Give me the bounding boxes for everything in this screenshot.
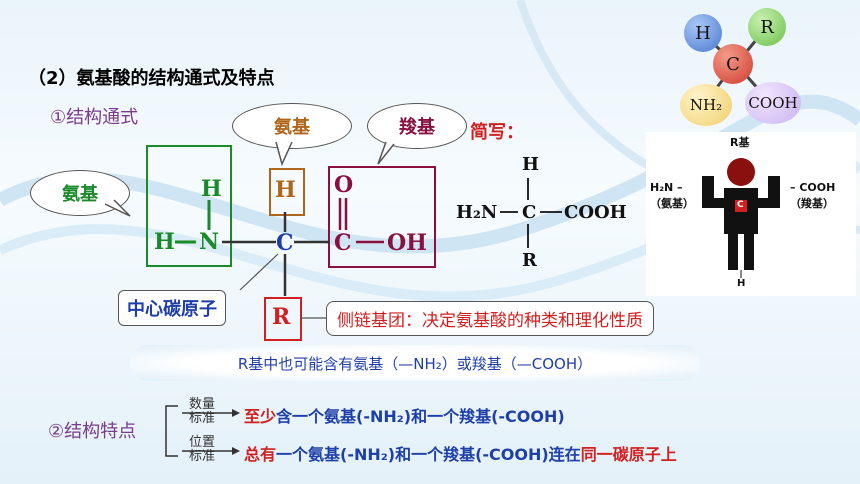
shorthand-cooh: COOH: [564, 202, 627, 223]
amino-n: N: [199, 229, 220, 255]
side-chain-label-text: 侧链基团：决定氨基酸的种类和理化性质: [337, 311, 643, 331]
carboxyl-o: O: [334, 172, 354, 198]
feature2-middle: 一个氨基(-NH₂)和一个羧基(-COOH)连在: [276, 445, 581, 464]
figure-left-label: H₂N – （氨基）: [650, 180, 694, 212]
figure-left-top: H₂N –: [650, 181, 683, 194]
shorthand-r: R: [522, 250, 537, 271]
model-c-text: C: [726, 53, 740, 75]
r-group: R: [272, 304, 291, 330]
section1-label: ①结构通式: [50, 107, 139, 128]
feature2: 总有一个氨基(-NH₂)和一个羧基(-COOH)连在同一碳原子上: [244, 441, 677, 465]
alpha-h: H: [275, 177, 296, 203]
position-bottom: 标准: [188, 449, 215, 464]
carboxyl-bubble-top: 羧基: [367, 103, 467, 149]
amino-h-top: H: [201, 176, 222, 202]
carboxyl-bubble-top-tail: [377, 141, 395, 165]
feature2-prefix: 总有: [244, 445, 277, 464]
criteria-bracket: [165, 405, 178, 457]
amino-bubble-left-tail: [104, 199, 131, 217]
model-h-ball: H: [684, 14, 722, 52]
amino-bubble-top-tail: [275, 141, 293, 167]
section2-label: ②结构特点: [48, 421, 137, 442]
model-h-text: H: [695, 22, 711, 44]
model-nh2-ball: NH₂: [680, 84, 732, 126]
note-banner-text: R基中也可能含有氨基（—NH₂）或羧基（—COOH）: [237, 354, 593, 373]
shorthand-c: C: [522, 202, 537, 223]
shorthand-label: 简写：: [470, 122, 524, 143]
quantity-top: 数量: [188, 397, 215, 412]
model-cooh-text: COOH: [748, 94, 798, 112]
model-r-ball: R: [748, 8, 786, 46]
feature2-suffix: 同一碳原子上: [580, 445, 677, 464]
carboxyl-group-box: [328, 166, 436, 268]
carboxyl-oh: OH: [387, 230, 427, 256]
shorthand-h2n: H₂N: [456, 202, 498, 223]
note-banner: R基中也可能含有氨基（—NH₂）或羧基（—COOH）: [130, 345, 700, 381]
amino-bubble-top-text: 氨基: [274, 117, 310, 138]
figure-right-label: – COOH （羧基）: [790, 180, 835, 212]
central-carbon: C: [276, 230, 294, 256]
model-c-ball: C: [713, 44, 753, 84]
carboxyl-bubble-top-text: 羧基: [399, 117, 435, 138]
figure-h: H: [737, 278, 746, 289]
figure-left-bottom: （氨基）: [650, 197, 694, 210]
feature1-text: 含一个氨基(-NH₂)和一个羧基(-COOH): [276, 407, 565, 426]
feature1: 至少含一个氨基(-NH₂)和一个羧基(-COOH): [244, 403, 565, 427]
model-r-text: R: [760, 16, 774, 38]
quantity-criterion: 数量 标准: [182, 398, 222, 426]
figure-r-label: R基: [730, 136, 750, 149]
central-carbon-label: 中心碳原子: [118, 290, 226, 326]
amino-group-box: [146, 145, 232, 267]
alpha-h-box: [269, 168, 305, 216]
figure-person: [702, 158, 780, 278]
amino-bubble-top: 氨基: [232, 103, 352, 149]
page-title: （2）氨基酸的结构通式及特点: [28, 68, 275, 89]
r-group-box: [264, 297, 302, 341]
figure-c: C: [737, 200, 744, 210]
amino-h-left: H: [154, 229, 175, 255]
position-criterion: 位置 标准: [182, 436, 222, 464]
amino-bubble-left-text: 氨基: [62, 184, 98, 205]
feature1-prefix: 至少: [244, 407, 277, 426]
side-chain-label: 侧链基团：决定氨基酸的种类和理化性质: [326, 301, 654, 336]
shorthand-h: H: [522, 154, 540, 175]
figure-right-top: – COOH: [790, 181, 836, 194]
quantity-bottom: 标准: [188, 411, 215, 426]
position-top: 位置: [188, 435, 215, 450]
model-cooh-ball: COOH: [745, 82, 801, 124]
figure-right-bottom: （羧基）: [790, 197, 834, 210]
carboxyl-c: C: [334, 230, 352, 256]
model-nh2-text: NH₂: [689, 96, 723, 114]
